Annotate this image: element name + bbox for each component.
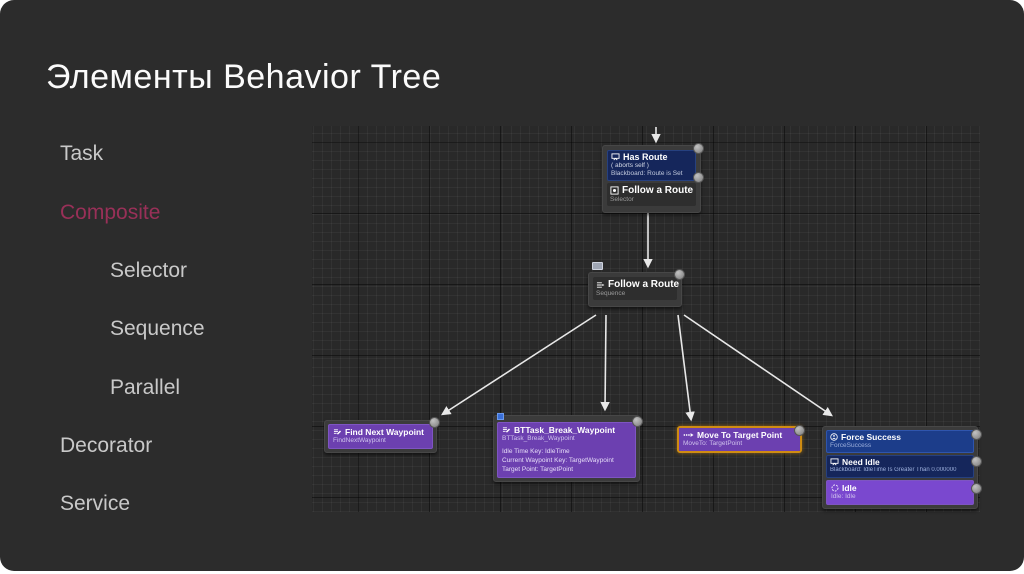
detail-current-waypoint-key: Current Waypoint Key: TargetWaypoint (502, 457, 614, 465)
node-index-badge (693, 143, 704, 154)
wire-to-find-next-waypoint (440, 314, 597, 416)
node-index-badge (429, 417, 440, 428)
node-title: BTTask_Break_Waypoint (514, 425, 616, 435)
blackboard-icon (830, 458, 839, 466)
task-body[interactable]: Move To Target Point MoveTo: TargetPoint (679, 428, 800, 452)
task-title: Idle (842, 482, 857, 493)
decorator-condition: Blackboard: Route is Set (611, 170, 683, 178)
node-idle-group[interactable]: Force Success ForceSuccess Need Idle Bla… (822, 426, 982, 509)
detail-idle-time-key: Idle Time Key: IdleTime (502, 448, 570, 456)
node-move-to-target-point[interactable]: Move To Target Point MoveTo: TargetPoint (677, 425, 805, 454)
node-index-badge (971, 429, 982, 440)
node-has-route-selector[interactable]: Has Route ( aborts self ) Blackboard: Ro… (602, 143, 704, 214)
task-list-icon (333, 428, 342, 436)
list-item-service: Service (60, 492, 131, 515)
decorator-has-route[interactable]: Has Route ( aborts self ) Blackboard: Ro… (607, 150, 696, 182)
node-title: Follow a Route (622, 185, 694, 197)
service-subtitle: ForceSuccess (830, 442, 872, 449)
task-subtitle: Idle: Idle (831, 492, 856, 500)
node-index-badge (794, 425, 805, 436)
task-idle-body[interactable]: Idle Idle: Idle (826, 479, 974, 505)
list-item-selector: Selector (110, 259, 188, 282)
decorator-title: Has Route (623, 152, 668, 162)
list-item-sequence: Sequence (110, 317, 205, 340)
node-subtitle: BTTask_Break_Waypoint (502, 435, 575, 442)
slide-title: Элементы Behavior Tree (46, 58, 442, 96)
wire-to-idle-group (683, 314, 833, 417)
node-subtitle: MoveTo: TargetPoint (683, 440, 743, 447)
list-item-decorator: Decorator (60, 434, 153, 457)
node-title: Move To Target Point (697, 430, 783, 440)
node-find-next-waypoint[interactable]: Find Next Waypoint FindNextWaypoint (324, 417, 440, 454)
triple-arrow-icon (596, 281, 605, 289)
wire-to-break-waypoint (600, 314, 610, 412)
selector-box-icon (610, 186, 619, 195)
node-index-badge (674, 269, 685, 280)
decorator-aborts: ( aborts self ) (611, 162, 649, 169)
composite-selector-body[interactable]: Follow a Route Selector (607, 183, 696, 207)
person-circle-icon (830, 433, 838, 441)
list-item-composite: Composite (60, 201, 161, 224)
task-list-icon (502, 426, 511, 434)
node-subtitle: FindNextWaypoint (333, 437, 386, 444)
dashed-circle-icon (831, 484, 839, 492)
node-index-badge (971, 483, 982, 494)
node-title: Follow a Route (608, 279, 680, 290)
decorator-condition: Blackboard: IdleTime Is Greater Than 0.0… (830, 467, 957, 474)
node-flag-icon (497, 413, 504, 420)
wire-to-move-to (677, 314, 695, 422)
task-body[interactable]: Find Next Waypoint FindNextWaypoint (328, 424, 433, 450)
node-index-badge (693, 172, 704, 183)
service-force-success[interactable]: Force Success ForceSuccess (826, 430, 974, 454)
node-title: Find Next Waypoint (345, 427, 425, 437)
service-title: Force Success (841, 432, 902, 442)
decorator-need-idle[interactable]: Need Idle Blackboard: IdleTime Is Greate… (826, 455, 974, 478)
node-index-badge (632, 416, 643, 427)
node-follow-route-sequence[interactable]: Follow a Route Sequence (588, 269, 685, 308)
list-item-task: Task (60, 142, 104, 165)
behavior-tree-canvas[interactable]: Has Route ( aborts self ) Blackboard: Ro… (312, 126, 982, 512)
dotted-arrow-icon (683, 432, 694, 438)
task-body[interactable]: BTTask_Break_Waypoint BTTask_Break_Waypo… (497, 422, 636, 479)
detail-target-point: Target Point: TargetPoint (502, 466, 574, 474)
composite-sequence-body[interactable]: Follow a Route Sequence (593, 277, 680, 301)
decorator-title: Need Idle (842, 457, 880, 468)
blackboard-icon (611, 153, 620, 161)
node-bttask-break-waypoint[interactable]: BTTask_Break_Waypoint BTTask_Break_Waypo… (493, 413, 643, 483)
list-item-parallel: Parallel (110, 376, 181, 399)
task-key-details: Idle Time Key: IdleTime Current Waypoint… (502, 447, 631, 474)
node-index-badge (971, 456, 982, 467)
node-note-icon (592, 262, 603, 270)
node-subtitle: Selector (610, 196, 634, 204)
node-subtitle: Sequence (596, 290, 626, 297)
